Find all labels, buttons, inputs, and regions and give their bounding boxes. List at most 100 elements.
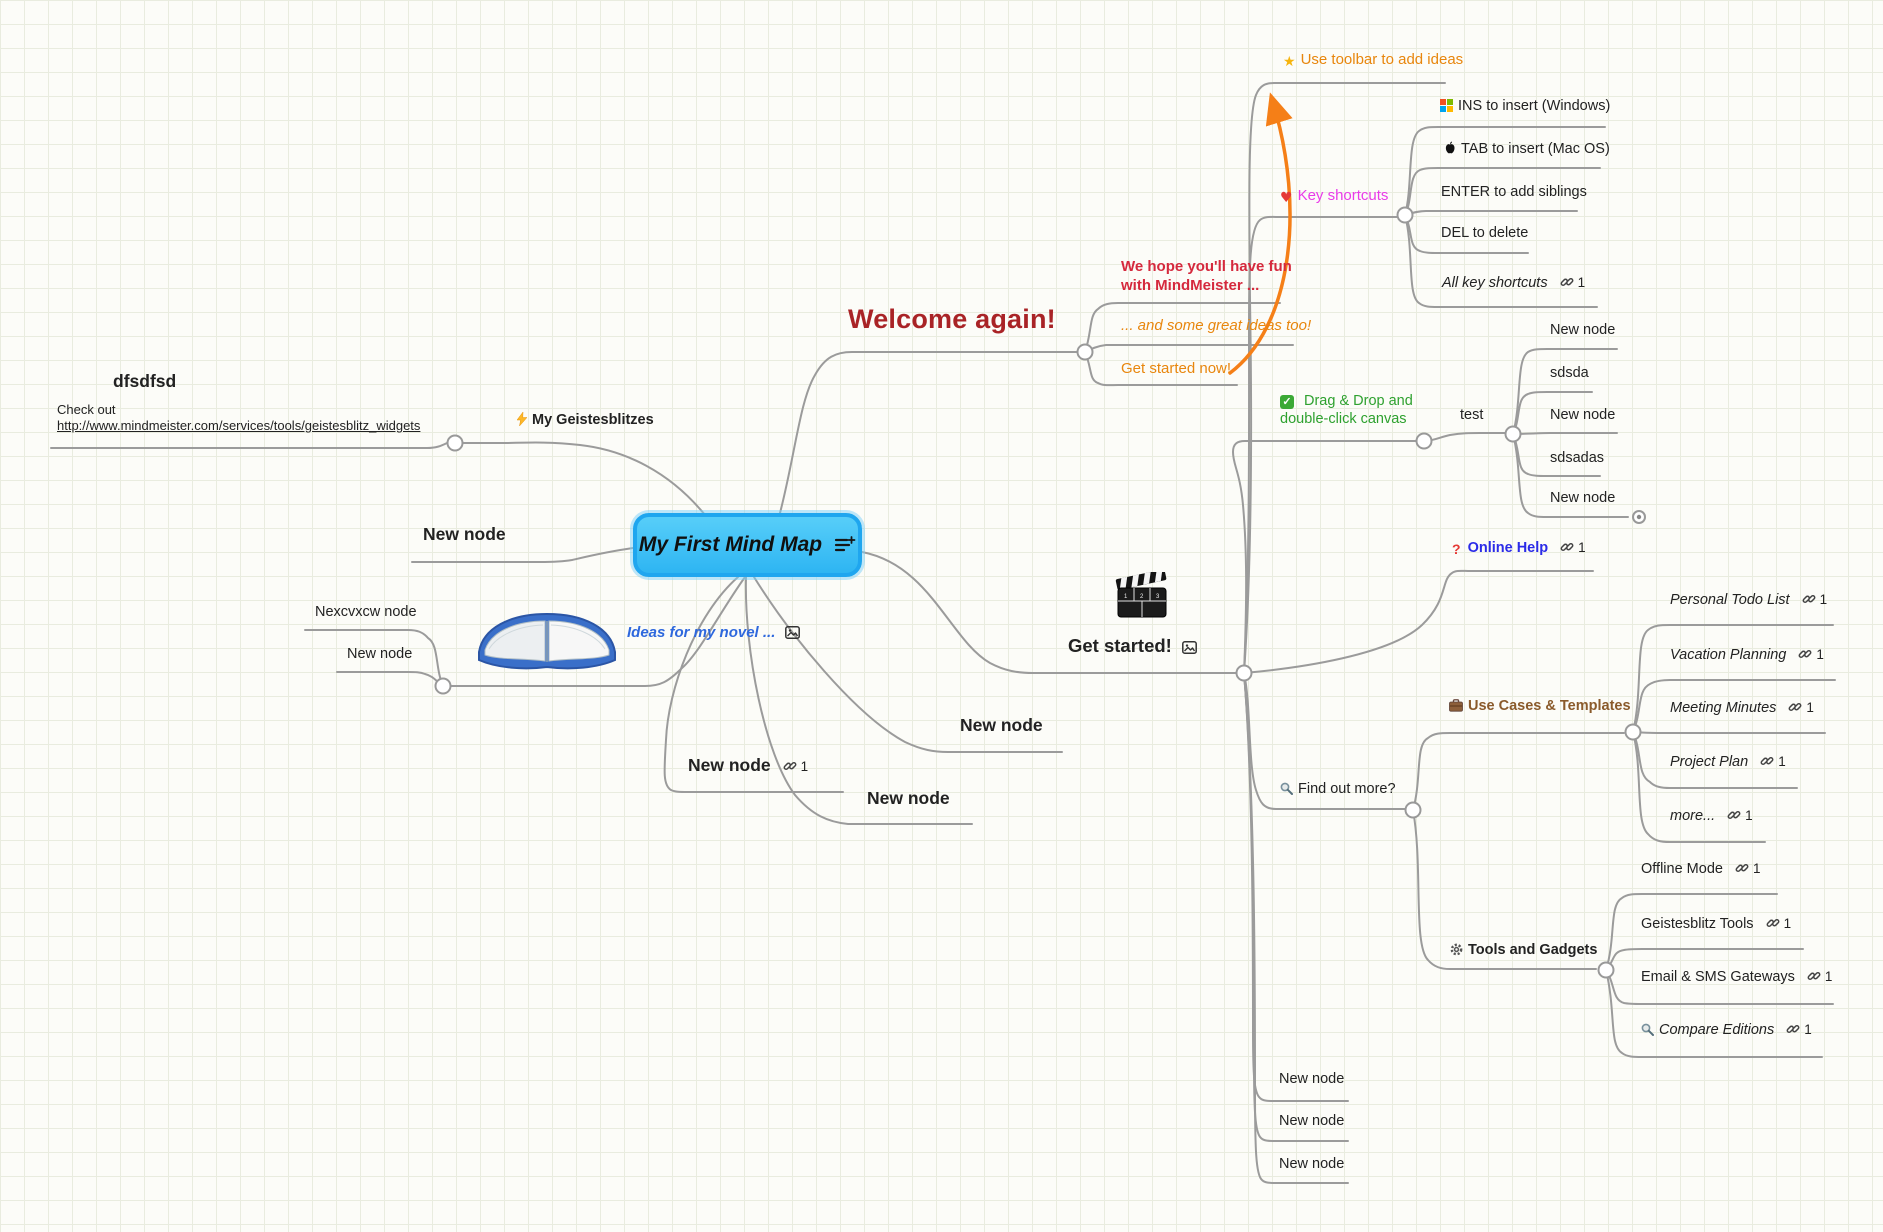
branch-handle[interactable] [1076,343,1094,361]
svg-text:1: 1 [1124,594,1128,600]
node-dfsdfsd[interactable]: dfsdfsd [113,371,176,393]
link-badge[interactable]: 1 [783,759,808,777]
link-badge[interactable]: 1 [1735,861,1760,879]
node-ideas-for-my-novel-label: Ideas for my novel ... [627,624,776,641]
branch-handle[interactable] [1597,961,1615,979]
link-icon [1786,1022,1800,1040]
node-personal-todo-list-label: Personal Todo List [1670,592,1790,608]
node-new-node[interactable]: New node [1550,489,1615,507]
link-count: 1 [1816,647,1824,663]
link-badge[interactable]: 1 [1807,969,1832,987]
node-get-started-now[interactable]: Get started now! [1121,360,1231,379]
node-new-node[interactable]: New node [423,524,506,546]
node-new-node-label: New node [1279,1071,1345,1087]
node-del-delete[interactable]: DEL to delete [1441,224,1528,242]
node-find-out-more-label: Find out more? [1298,781,1396,797]
heart-icon: ♥ [1280,190,1293,206]
node-tools-and-gadgets-label: Tools and Gadgets [1468,942,1598,958]
node-drag-drop-label: double-click canvas [1280,411,1407,428]
node-new-node[interactable]: New node [867,788,950,810]
node-ideas-for-my-novel[interactable]: Ideas for my novel ... [627,624,805,643]
node-tab-insert[interactable]: TAB to insert (Mac OS) [1443,140,1610,159]
branch-handle[interactable] [1415,432,1433,450]
hint-arrow [1228,92,1293,375]
node-personal-todo-list[interactable]: Personal Todo List 1 [1670,591,1827,610]
branch-handle[interactable] [434,677,452,695]
node-test[interactable]: test [1460,406,1483,424]
node-use-cases-templates[interactable]: Use Cases & Templates [1449,697,1631,716]
branch-handle[interactable] [1396,206,1414,224]
node-tools-and-gadgets[interactable]: Tools and Gadgets [1450,941,1597,960]
star-icon: ★ [1283,54,1296,70]
node-new-node[interactable]: New node [1279,1155,1344,1173]
check-icon: ✓ [1280,394,1294,409]
branch-handle[interactable] [446,434,464,452]
root-node[interactable]: My First Mind Map [633,513,862,577]
node-great-ideas[interactable]: ... and some great ideas too! [1121,317,1311,336]
node-sdsda[interactable]: sdsda [1550,364,1589,382]
node-we-hope-label: We hope you'll have fun [1121,258,1292,275]
link-badge[interactable]: 1 [1788,700,1814,718]
node-use-toolbar-label: Use toolbar to add ideas [1300,51,1464,68]
node-ins-insert[interactable]: INS to insert (Windows) [1440,97,1610,116]
link-icon [1735,861,1749,879]
node-new-node[interactable]: New node [1279,1112,1344,1130]
branch-handle[interactable] [1404,801,1422,819]
image-icon [1181,639,1197,658]
link-badge[interactable]: 1 [1786,1022,1812,1040]
node-welcome-again[interactable]: Welcome again! [848,303,1056,337]
link-icon [1760,754,1774,772]
node-new-node-label: New node [423,524,506,544]
node-new-node[interactable]: New node [1550,406,1615,424]
node-check-out-link-label: http://www.mindmeister.com/services/tool… [57,418,421,434]
branch-handle[interactable] [1235,664,1253,682]
link-badge[interactable]: 1 [1560,275,1585,293]
node-new-node-label: New node [960,715,1043,735]
branch-handle[interactable] [1624,723,1642,741]
node-new-node-label: New node [867,788,950,808]
question-icon: ? [1452,541,1461,557]
windows-icon [1440,99,1453,116]
node-sdsda-label: sdsda [1550,365,1589,381]
book-image[interactable] [475,600,620,677]
link-badge[interactable]: 1 [1760,754,1786,772]
link-badge[interactable]: 1 [1766,916,1791,934]
node-new-node[interactable]: New node [1550,321,1615,339]
notes-icon[interactable] [834,535,856,555]
node-sdsadas[interactable]: sdsadas [1550,449,1604,467]
node-dfsdfsd-label: dfsdfsd [113,371,177,391]
node-more[interactable]: more...1 [1670,807,1753,826]
node-new-node[interactable]: New node [347,645,412,663]
node-get-started[interactable]: Get started! [1068,634,1202,658]
node-enter-siblings[interactable]: ENTER to add siblings [1441,183,1587,201]
node-nexcvxcw[interactable]: Nexcvxcw node [315,603,417,621]
link-badge[interactable]: 1 [1802,592,1827,610]
node-find-out-more[interactable]: Find out more? [1280,780,1396,799]
node-use-toolbar[interactable]: ★Use toolbar to add ideas [1283,51,1463,70]
node-new-node[interactable]: New node [1279,1070,1344,1088]
node-my-geistesblitzes[interactable]: My Geistesblitzes [516,411,654,430]
link-badge[interactable]: 1 [1798,647,1824,665]
link-icon [783,759,797,777]
node-new-node[interactable]: New node [960,715,1043,737]
link-badge[interactable]: 1 [1560,540,1586,558]
image-icon [785,626,801,642]
node-key-shortcuts[interactable]: ♥Key shortcuts [1280,187,1388,206]
branch-handle[interactable] [1504,425,1522,443]
link-badge[interactable]: 1 [1727,808,1753,826]
